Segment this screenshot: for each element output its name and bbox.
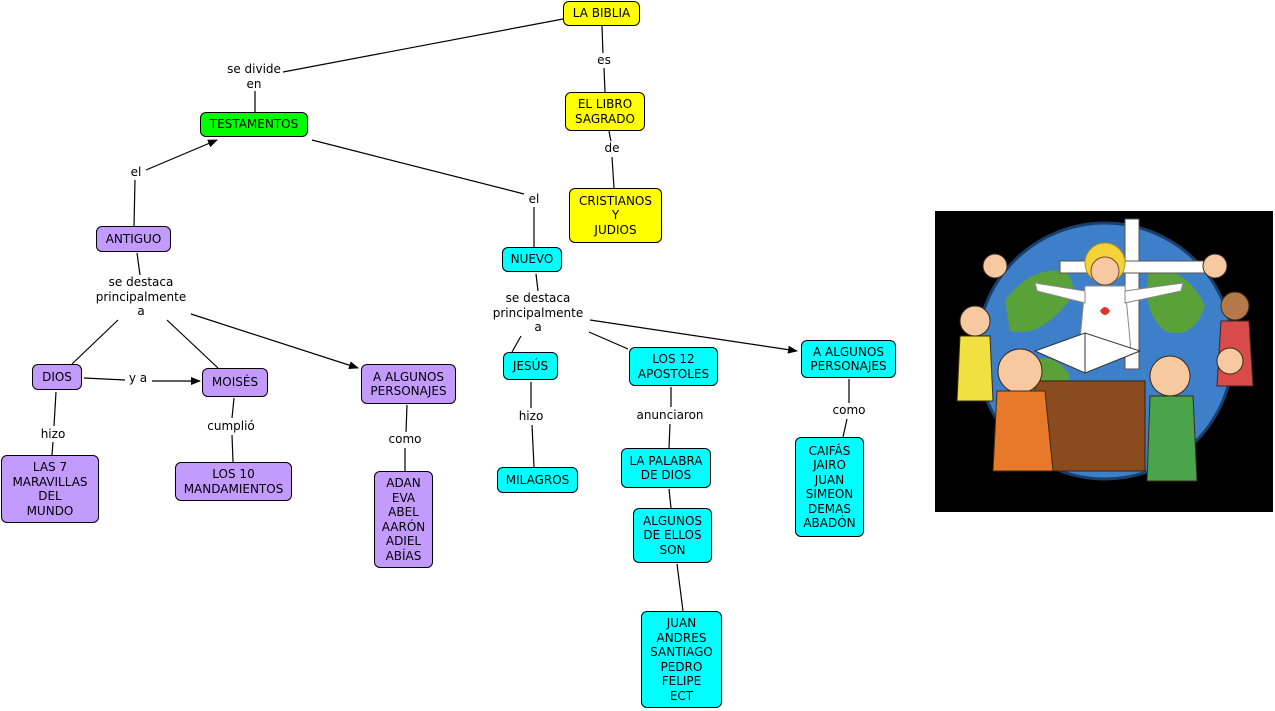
label-cumplio: cumplió — [205, 419, 257, 434]
heart-shape — [1100, 307, 1110, 315]
label-hizo-jesus: hizo — [516, 409, 546, 424]
label-anunciaron: anunciaron — [634, 408, 706, 423]
bible-book — [1033, 332, 1142, 374]
label-como-at: como — [386, 432, 424, 447]
label-es: es — [595, 53, 613, 68]
node-la-palabra-de-dios[interactable]: LA PALABRA DE DIOS — [621, 448, 711, 488]
node-personajes-at-list[interactable]: ADAN EVA ABEL AARÓN ADIEL ABÍAS — [374, 471, 433, 568]
illustration-svg — [935, 211, 1273, 512]
node-la-biblia[interactable]: LA BIBLIA — [563, 1, 640, 26]
node-las-7-maravillas[interactable]: LAS 7 MARAVILLAS DEL MUNDO — [1, 455, 99, 523]
child-body — [1146, 395, 1198, 482]
jesus-head — [1090, 256, 1120, 286]
child-body — [956, 335, 994, 402]
node-cristianos-y-judios[interactable]: CRISTIANOS Y JUDIOS — [569, 188, 662, 243]
node-el-libro-sagrado[interactable]: EL LIBRO SAGRADO — [565, 92, 645, 131]
child-head — [959, 305, 991, 337]
jesus-arm-left — [1034, 282, 1086, 304]
child-head — [1216, 347, 1244, 375]
cross-horizontal — [1059, 260, 1206, 274]
label-el-antiguo: el — [128, 165, 144, 180]
jesus-arm-right — [1124, 282, 1184, 304]
node-los-10-mandamientos[interactable]: LOS 10 MANDAMIENTOS — [175, 462, 292, 501]
lectern-shape — [1034, 380, 1146, 472]
label-como-nt: como — [830, 403, 868, 418]
continent-shape — [1147, 266, 1205, 334]
bible-children-illustration — [935, 211, 1273, 512]
continent-shape — [1005, 270, 1073, 332]
node-dios[interactable]: DIOS — [32, 364, 82, 390]
node-antiguo[interactable]: ANTIGUO — [96, 226, 171, 252]
node-personajes-nt-list[interactable]: CAIFÁS JAIRO JUAN SIMEON DEMAS ABADÓN — [795, 437, 864, 537]
node-algunos-personajes-at[interactable]: A ALGUNOS PERSONAJES — [361, 364, 456, 404]
label-y-a: y a — [126, 371, 150, 386]
label-se-divide-en: se divide en — [225, 62, 283, 91]
node-jesus[interactable]: JESÚS — [503, 352, 558, 380]
node-moises[interactable]: MOISÉS — [202, 368, 268, 397]
child-head — [1220, 291, 1250, 321]
node-algunos-de-ellos-son[interactable]: ALGUNOS DE ELLOS SON — [633, 508, 712, 563]
child-head — [1149, 355, 1191, 397]
node-nuevo[interactable]: NUEVO — [502, 247, 562, 272]
label-se-destaca-at: se destaca principalmente a — [93, 275, 189, 319]
child-head — [997, 348, 1043, 394]
node-testamentos[interactable]: TESTAMENTOS — [200, 112, 308, 137]
label-de: de — [602, 141, 622, 156]
label-el-nuevo: el — [526, 192, 542, 207]
label-hizo-dios: hizo — [38, 427, 68, 442]
child-body — [992, 390, 1054, 472]
node-los-12-apostoles[interactable]: LOS 12 APOSTOLES — [629, 347, 718, 386]
child-head — [1202, 253, 1228, 279]
node-apostoles-list[interactable]: JUAN ANDRES SANTIAGO PEDRO FELIPE ECT — [641, 611, 722, 708]
child-head — [982, 253, 1008, 279]
label-se-destaca-nt: se destaca principalmente a — [490, 291, 586, 335]
node-milagros[interactable]: MILAGROS — [497, 467, 578, 493]
node-algunos-personajes-nt[interactable]: A ALGUNOS PERSONAJES — [801, 340, 896, 378]
